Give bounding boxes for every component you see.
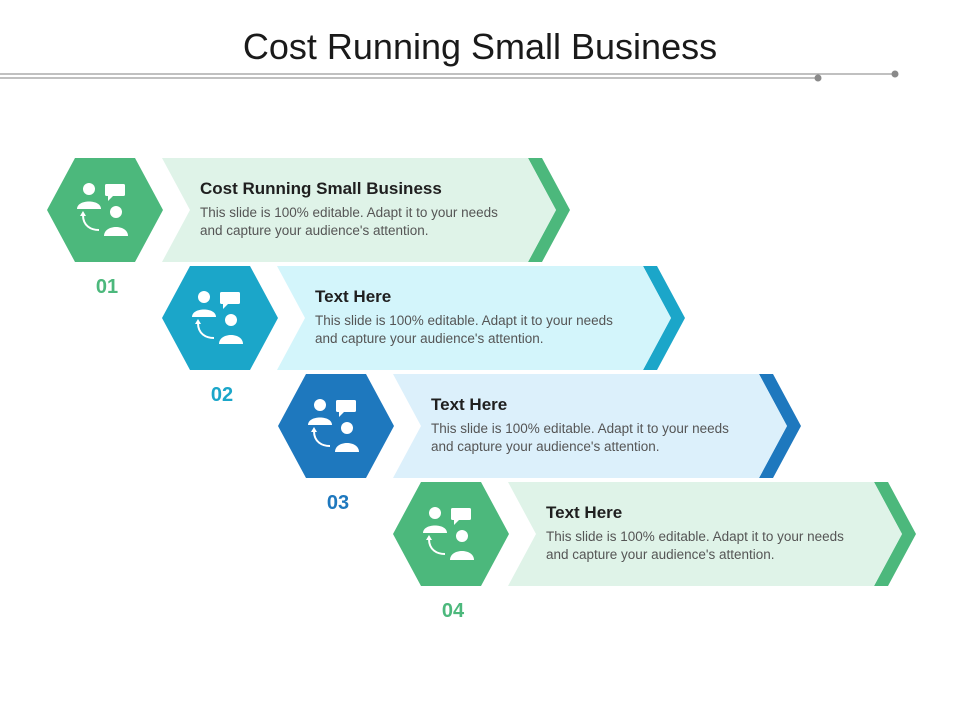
step-hexagon — [47, 158, 163, 262]
step-title: Cost Running Small Business — [200, 179, 442, 198]
process-step-1: Cost Running Small Business This slide i… — [47, 158, 570, 298]
process-step-2: Text Here This slide is 100% editable. A… — [162, 266, 685, 406]
step-number: 04 — [441, 600, 465, 622]
people-conversation-icon — [308, 399, 359, 452]
step-hexagon — [393, 482, 509, 586]
step-description: This slide is 100% editable. Adapt it to… — [431, 421, 729, 454]
step-number: 03 — [326, 492, 350, 514]
step-hexagon — [278, 374, 394, 478]
people-conversation-icon — [77, 183, 128, 236]
step-title: Text Here — [431, 395, 508, 414]
step-hexagon — [162, 266, 278, 370]
step-banner — [277, 266, 685, 370]
process-step-4: Text Here This slide is 100% editable. A… — [393, 482, 916, 622]
step-number: 01 — [95, 276, 119, 298]
title-divider — [0, 70, 899, 82]
step-description: This slide is 100% editable. Adapt it to… — [546, 529, 844, 562]
step-banner — [393, 374, 801, 478]
step-description: This slide is 100% editable. Adapt it to… — [200, 205, 498, 238]
slide-title: Cost Running Small Business — [242, 26, 718, 67]
step-banner — [508, 482, 916, 586]
step-title: Text Here — [546, 503, 623, 522]
step-title: Text Here — [315, 287, 392, 306]
step-number: 02 — [210, 384, 234, 406]
people-conversation-icon — [423, 507, 474, 560]
process-step-3: Text Here This slide is 100% editable. A… — [278, 374, 801, 514]
step-banner — [162, 158, 570, 262]
step-description: This slide is 100% editable. Adapt it to… — [315, 313, 613, 346]
people-conversation-icon — [192, 291, 243, 344]
